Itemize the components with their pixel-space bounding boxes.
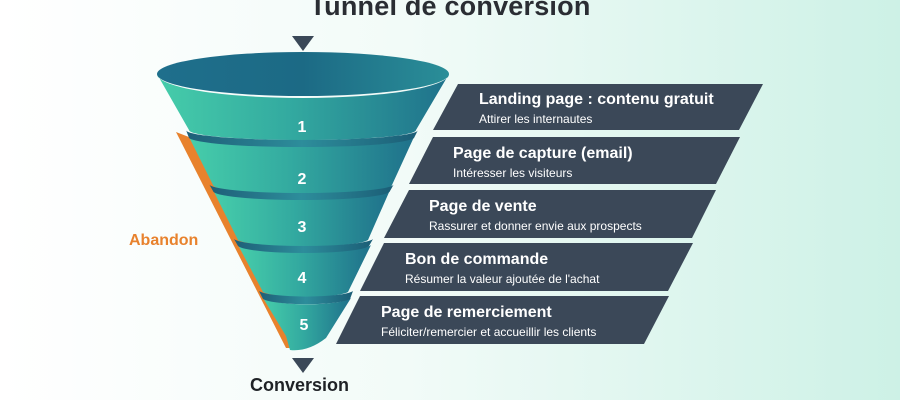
step-2-title: Page de capture (email) [453,145,633,162]
step-4-title: Bon de commande [405,251,549,268]
banner-1 [433,84,763,130]
step-4-subtitle: Résumer la valeur ajoutée de l'achat [405,272,600,286]
funnel-top-opening [157,52,449,96]
step-1-title: Landing page : contenu gratuit [479,91,714,108]
abandon-label: Abandon [129,232,199,249]
step-4-text: Bon de commande Résumer la valeur ajouté… [405,250,599,287]
step-5-title: Page de remerciement [381,304,552,321]
funnel-ring-2 [209,184,394,201]
step-5-subtitle: Féliciter/remercier et accueillir les cl… [381,325,597,339]
top-arrow-icon [292,36,314,51]
step-3-title: Page de vente [429,198,537,215]
step-3-text: Page de vente Rassurer et donner envie a… [429,197,642,234]
step-1-subtitle: Attirer les internautes [479,112,593,126]
banner-4 [360,243,693,291]
diagram-title: Tunnel de conversion [309,0,591,21]
conversion-label: Conversion [250,375,350,395]
funnel-segment-3 [213,190,390,247]
funnel-ring-3 [234,239,373,254]
banner-3 [384,190,716,238]
step-5-text: Page de remerciement Féliciter/remercier… [381,303,596,340]
step-number-4: 4 [297,270,307,287]
step-2-text: Page de capture (email) Intéresser les v… [453,144,633,181]
step-number-3: 3 [297,219,307,236]
step-number-2: 2 [297,171,307,188]
funnel-segment-2 [189,137,414,195]
step-number-1: 1 [297,119,307,136]
banner-2 [409,137,740,184]
step-3-subtitle: Rassurer et donner envie aux prospects [429,219,642,233]
funnel-ring-1 [186,130,418,148]
banner-5 [336,296,669,344]
bottom-arrow-icon [292,358,314,373]
funnel-segment-1 [157,74,449,141]
step-1-text: Landing page : contenu gratuit Attirer l… [479,90,714,127]
step-2-subtitle: Intéresser les visiteurs [453,166,573,180]
funnel-segment-4 [238,245,371,298]
funnel-segment-5 [263,298,351,351]
funnel-ring-4 [259,291,353,305]
step-number-5: 5 [299,317,309,334]
